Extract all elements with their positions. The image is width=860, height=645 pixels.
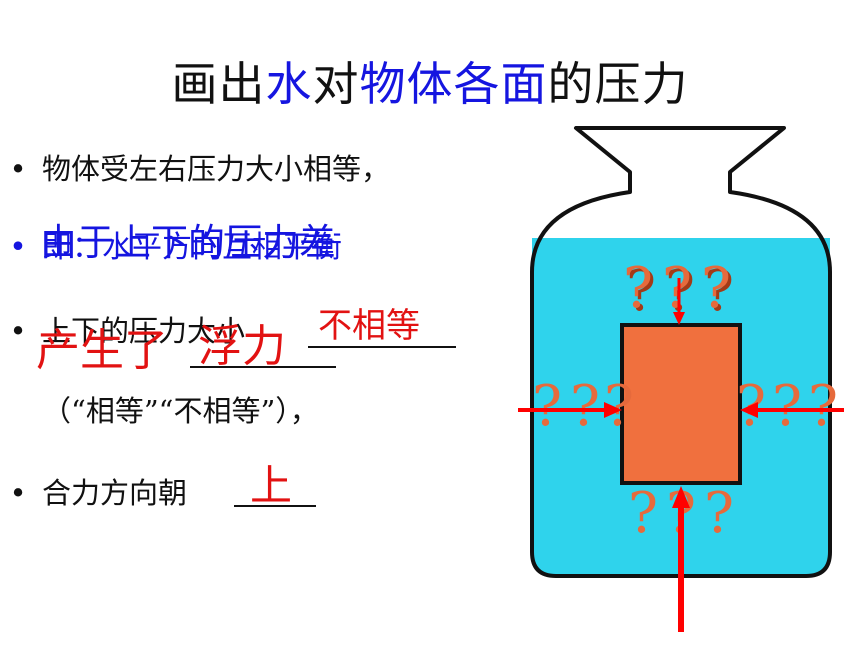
question-mark-icon: ?: [623, 256, 653, 321]
bullet-line-4: （“相等”“不相等”），: [42, 388, 319, 430]
bullet-text: （“相等”“不相等”），: [42, 394, 319, 428]
bullet-line-5: • 合力方向朝: [8, 470, 187, 512]
bullet-text: 物体受左右压力大小相等，: [42, 152, 391, 186]
page-title: 画出水对物体各面的压力: [0, 48, 860, 114]
arrows: [518, 278, 844, 632]
title-part-4: 物体各面: [359, 57, 548, 111]
question-mark-icon: ?: [808, 374, 838, 439]
blank-underline-3: [234, 505, 316, 507]
object-block: [620, 323, 742, 485]
question-mark-icon: ?: [704, 481, 734, 546]
pressure-difference-text: 由于上下的压力差: [40, 221, 336, 264]
bullet-marker: •: [9, 152, 27, 186]
title-part-3: 对: [312, 57, 360, 111]
left-question-marks: ? ? ?: [532, 374, 634, 439]
bullet-text: 合力方向朝: [42, 476, 188, 510]
bullet-line-3: • 上下的压力大小: [8, 308, 245, 350]
answer-buoyancy: 浮力: [198, 321, 286, 372]
blank-underline-1: [308, 346, 456, 348]
blank-underline-2: [190, 366, 336, 368]
question-mark-icon: ?: [628, 481, 658, 546]
answer-up: 上: [250, 461, 293, 510]
bullet-marker: •: [9, 314, 27, 348]
bullet-text: 即：水平方向互相平衡: [42, 230, 342, 265]
right-arrowhead: [740, 402, 758, 418]
title-part-2: 水: [265, 57, 313, 111]
left-arrowhead: [604, 402, 622, 418]
question-mark-icon: ?: [704, 259, 734, 324]
top-question-marks: ? ? ? ? ? ?: [623, 256, 734, 324]
bullet-line-1: • 物体受左右压力大小相等，: [8, 146, 390, 188]
question-mark-icon: ?: [662, 256, 692, 321]
bullet-text: 上下的压力大小: [42, 314, 246, 348]
question-mark-icon: ?: [570, 374, 600, 439]
jar-diagram: ? ? ? ? ? ? ? ? ? ? ? ? ? ? ?: [518, 126, 844, 632]
answer-unequal: 不相等: [318, 306, 420, 346]
bullet-line-2: • 即：水平方向互相平衡: [8, 222, 342, 266]
question-mark-icon: ?: [772, 374, 802, 439]
bullet-marker: •: [9, 476, 27, 510]
question-mark-icon: ?: [701, 256, 731, 321]
produced-text: 产生了: [36, 325, 168, 376]
title-part-1: 画出: [171, 57, 266, 111]
jar-outline: [530, 126, 832, 578]
question-mark-icon: ?: [532, 374, 562, 439]
bullet-marker: •: [9, 230, 27, 265]
title-part-5: 的压力: [547, 57, 689, 111]
bottom-arrowhead: [672, 486, 690, 508]
right-question-marks: ? ? ?: [736, 374, 838, 439]
top-arrowhead: [673, 312, 685, 325]
question-mark-icon: ?: [626, 259, 656, 324]
